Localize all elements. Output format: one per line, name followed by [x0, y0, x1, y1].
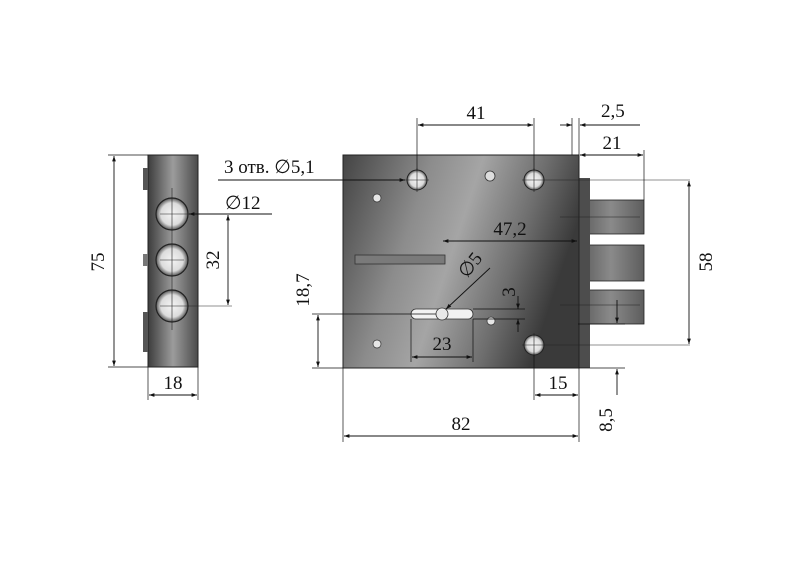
side-lug-bottom: [143, 312, 148, 352]
hole-diameter-label: ∅12: [225, 193, 261, 214]
latch-slot: [354, 254, 446, 265]
screw-left-top: [372, 193, 382, 203]
front-view: 3 отв. ∅5,1 41 2,5 21 47,2 ∅5 3 18,7: [218, 101, 717, 442]
keyhole-length-label: 23: [433, 334, 452, 355]
bolt-offset-label: 2,5: [601, 101, 625, 122]
bolt-guide: [578, 178, 590, 368]
side-view: 75 18 32 ∅12: [88, 154, 272, 400]
hole-centerlines: [405, 168, 690, 357]
bolt-bottom-label: 8,5: [596, 408, 617, 432]
hole-spacing-label: 32: [203, 251, 224, 270]
body-width-label: 82: [452, 414, 471, 435]
keyhole-center: [435, 307, 449, 321]
bolt-span-label: 58: [696, 253, 717, 272]
keyhole-width-label: 3: [499, 287, 520, 297]
bolt-length-label: 21: [603, 133, 622, 154]
side-lug-top: [143, 168, 148, 190]
screw-mid: [486, 316, 496, 326]
side-width-label: 18: [164, 373, 183, 394]
screw-top: [484, 170, 496, 182]
bolt-reach-label: 47,2: [493, 219, 526, 240]
hole-offset-label: 15: [549, 373, 568, 394]
mount-holes-label: 3 отв. ∅5,1: [224, 157, 315, 178]
height-label: 75: [88, 253, 109, 272]
keyhole-diameter-leader: [445, 267, 491, 310]
side-lug-mid: [143, 254, 148, 266]
keyhole-height-label: 18,7: [293, 273, 314, 306]
hole-spacing-41-label: 41: [467, 103, 486, 124]
screw-left-bottom: [372, 339, 382, 349]
